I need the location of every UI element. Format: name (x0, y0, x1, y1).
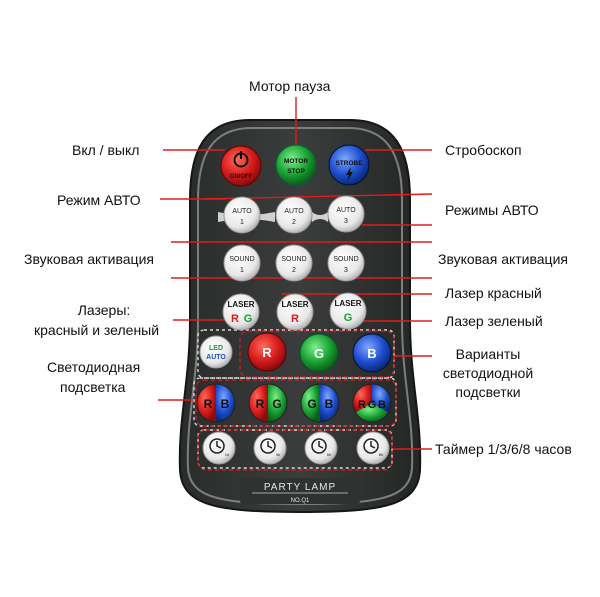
label-auto-modes: Режимы АВТО (445, 201, 539, 219)
svg-text:3h: 3h (276, 452, 280, 457)
label-variants-line1: Варианты (433, 345, 543, 363)
led-blue-button[interactable]: B (353, 334, 391, 372)
svg-text:G: G (368, 399, 377, 411)
svg-text:R: R (256, 397, 265, 411)
label-sound-right: Звуковая активация (438, 250, 568, 268)
svg-text:AUTO: AUTO (336, 207, 356, 214)
led-auto-button[interactable]: LED AUTO (200, 336, 232, 368)
svg-text:G: G (244, 313, 253, 325)
label-timer: Таймер 1/3/6/8 часов (435, 440, 572, 458)
led-combo-rb-button[interactable]: R B (197, 384, 235, 422)
svg-text:R: R (204, 397, 213, 411)
svg-text:2: 2 (292, 219, 296, 226)
svg-text:3: 3 (344, 267, 348, 274)
timer-6h-button[interactable]: 6h (305, 432, 337, 464)
label-lasers-line2: красный и зеленый (34, 321, 159, 339)
svg-text:B: B (325, 397, 334, 411)
label-led-line1: Светодиодная (47, 358, 140, 376)
power-button[interactable]: ON/OFF (221, 146, 261, 186)
label-laser-red: Лазер красный (445, 284, 542, 302)
led-combo-rg-button[interactable]: R G (249, 384, 287, 422)
svg-text:1: 1 (240, 267, 244, 274)
sound-2-button[interactable]: SOUND 2 (276, 245, 312, 281)
led-green-button[interactable]: G (300, 334, 338, 372)
svg-text:LASER: LASER (227, 300, 254, 309)
svg-text:6h: 6h (327, 452, 331, 457)
svg-text:STROBE: STROBE (335, 160, 363, 167)
svg-text:LASER: LASER (334, 299, 361, 308)
svg-text:MOTOR: MOTOR (284, 158, 308, 165)
label-strobe: Стробоскоп (445, 141, 522, 159)
svg-text:G: G (307, 397, 316, 411)
auto-2-button[interactable]: AUTO 2 (276, 197, 312, 233)
strobe-button[interactable]: STROBE (329, 145, 369, 185)
label-auto-mode: Режим АВТО (57, 191, 141, 209)
auto-1-button[interactable]: AUTO 1 (224, 197, 260, 233)
svg-text:B: B (367, 346, 376, 361)
laser-rg-button[interactable]: LASER R G (223, 294, 259, 330)
svg-text:SOUND: SOUND (229, 256, 254, 263)
svg-text:SOUND: SOUND (281, 256, 306, 263)
svg-text:R: R (231, 313, 239, 325)
svg-text:R: R (358, 399, 366, 411)
brand-name: PARTY LAMP (264, 482, 336, 493)
timer-8h-button[interactable]: 8h (357, 432, 389, 464)
led-combo-gb-button[interactable]: G B (301, 384, 339, 422)
timer-1h-button[interactable]: 1h (203, 432, 235, 464)
auto-3-button[interactable]: AUTO 3 (328, 196, 364, 232)
svg-text:AUTO: AUTO (284, 208, 304, 215)
led-combo-rgb-button[interactable]: R G B (353, 384, 391, 422)
svg-text:G: G (314, 346, 324, 361)
svg-text:3: 3 (344, 218, 348, 225)
label-variants-line2: светодиодной (433, 364, 543, 382)
sound-3-button[interactable]: SOUND 3 (328, 245, 364, 281)
model-number: NO.Q1 (291, 498, 310, 504)
svg-text:R: R (262, 345, 272, 360)
label-variants-line3: подсветки (433, 383, 543, 401)
laser-red-button[interactable]: LASER R (277, 294, 313, 330)
motor-stop-button[interactable]: MOTOR STOP (276, 145, 316, 185)
svg-text:G: G (272, 397, 281, 411)
label-sound-left: Звуковая активация (24, 250, 154, 268)
svg-text:LASER: LASER (281, 300, 308, 309)
label-led-line2: подсветка (60, 378, 125, 396)
label-on-off: Вкл / выкл (72, 141, 139, 159)
svg-text:SOUND: SOUND (333, 256, 358, 263)
svg-text:G: G (344, 312, 353, 324)
laser-green-button[interactable]: LASER G (330, 293, 366, 329)
svg-text:R: R (291, 313, 299, 325)
svg-text:LED: LED (209, 345, 223, 352)
label-motor-pause: Мотор пауза (249, 77, 330, 95)
svg-text:STOP: STOP (287, 168, 305, 175)
svg-text:1h: 1h (225, 452, 229, 457)
label-lasers-line1: Лазеры: (74, 301, 134, 319)
svg-text:AUTO: AUTO (232, 208, 252, 215)
svg-text:1: 1 (240, 219, 244, 226)
led-red-button[interactable]: R (248, 333, 286, 371)
sound-1-button[interactable]: SOUND 1 (224, 245, 260, 281)
svg-text:B: B (221, 397, 230, 411)
svg-text:AUTO: AUTO (206, 354, 226, 361)
svg-text:8h: 8h (379, 452, 383, 457)
svg-text:ON/OFF: ON/OFF (230, 174, 253, 180)
timer-3h-button[interactable]: 3h (254, 432, 286, 464)
svg-text:B: B (378, 399, 386, 411)
svg-text:2: 2 (292, 267, 296, 274)
label-laser-green: Лазер зеленый (445, 312, 543, 330)
